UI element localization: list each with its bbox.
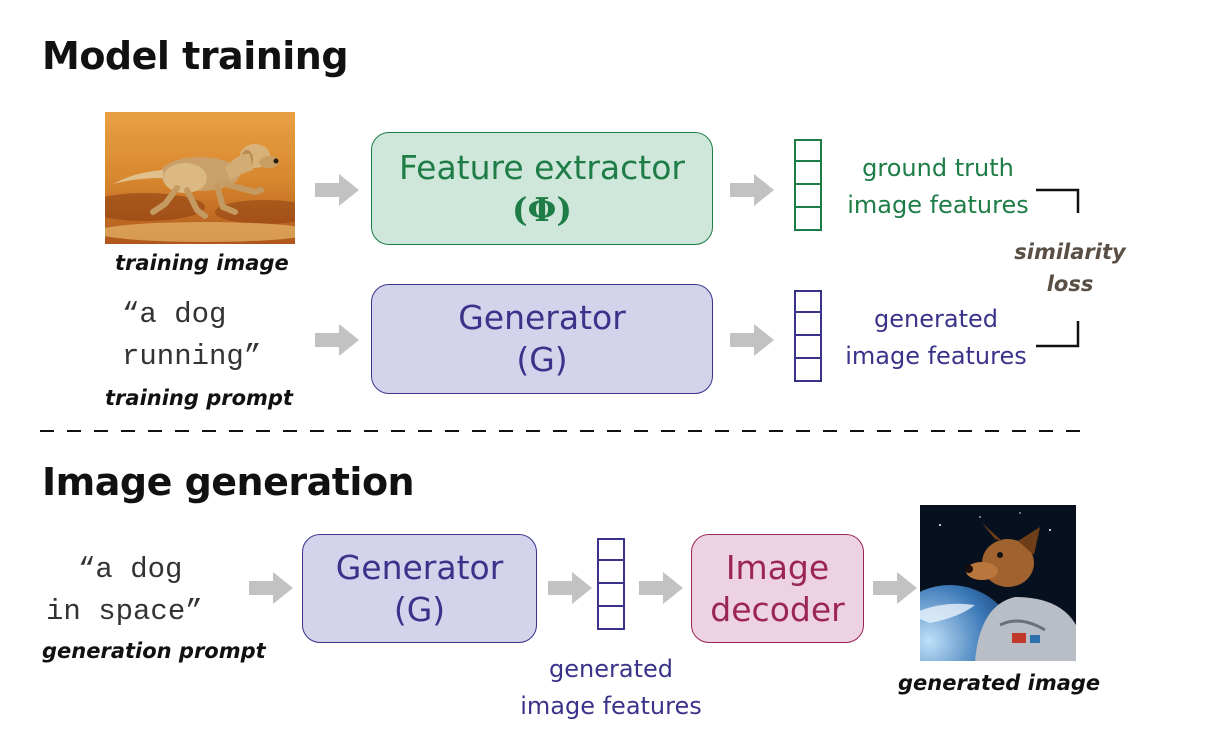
training-prompt-line1: “a dog xyxy=(122,298,227,331)
arrow-image-to-extractor xyxy=(315,174,359,206)
generator-box-generation: Generator (G) xyxy=(302,534,537,643)
generated-image xyxy=(880,505,1076,725)
section-divider xyxy=(40,430,1080,432)
generated-features-label-training: generated image features xyxy=(836,301,1036,375)
similarity-loss-label: similarity loss xyxy=(1005,236,1135,300)
gen-features-line2: image features xyxy=(845,342,1027,370)
section-title-training: Model training xyxy=(42,34,349,78)
arrow-prompt-to-generator-gen xyxy=(249,572,293,604)
gen-features-line1: generated xyxy=(874,305,998,333)
generator-symbol-training: (G) xyxy=(516,340,568,379)
training-image-caption: training image xyxy=(115,251,289,275)
gt-features-line1: ground truth xyxy=(862,154,1014,182)
image-decoder-label-line2: decoder xyxy=(710,589,845,629)
generation-prompt-line1: “a dog xyxy=(78,553,183,586)
arrow-extractor-to-features xyxy=(730,174,774,206)
generator-box-training: Generator (G) xyxy=(371,284,713,394)
arrow-decoder-to-image xyxy=(873,572,917,604)
generator-label-training: Generator xyxy=(458,298,626,337)
arrow-prompt-to-generator xyxy=(315,324,359,356)
gen-features-gen-line1: generated xyxy=(549,655,673,683)
gt-features-line2: image features xyxy=(847,191,1029,219)
feature-extractor-label: Feature extractor xyxy=(398,147,685,187)
generator-label-generation: Generator xyxy=(335,547,504,587)
similarity-loss-line1: similarity xyxy=(1014,240,1126,264)
section-title-generation: Image generation xyxy=(42,460,415,504)
ground-truth-feature-vector xyxy=(794,139,822,231)
ground-truth-features-label: ground truth image features xyxy=(838,150,1038,224)
feature-extractor-symbol: (Φ) xyxy=(512,189,572,229)
image-decoder-label-line1: Image xyxy=(725,547,830,587)
arrow-generator-to-features xyxy=(730,324,774,356)
generation-prompt-line2: in space” xyxy=(46,595,203,628)
feature-extractor-box: Feature extractor (Φ) xyxy=(371,132,713,245)
arrow-features-to-decoder xyxy=(639,572,683,604)
running-dog-icon xyxy=(85,112,315,244)
similarity-loss-bracket xyxy=(1036,188,1080,348)
training-prompt-caption: training prompt xyxy=(105,386,293,410)
generated-image-caption: generated image xyxy=(898,671,1101,695)
generated-features-label-generation: generated image features xyxy=(511,651,711,725)
image-decoder-box: Image decoder xyxy=(691,534,864,643)
generated-feature-vector-training xyxy=(794,290,822,382)
training-prompt-line2: running” xyxy=(122,340,262,373)
generator-symbol-generation: (G) xyxy=(393,589,446,629)
generated-feature-vector-generation xyxy=(597,538,625,630)
gen-features-gen-line2: image features xyxy=(520,692,702,720)
generation-prompt-caption: generation prompt xyxy=(42,639,266,663)
similarity-loss-line2: loss xyxy=(1046,272,1094,296)
training-image xyxy=(85,112,315,244)
astronaut-dog-icon xyxy=(880,505,1076,725)
arrow-generator-to-features-gen xyxy=(548,572,592,604)
